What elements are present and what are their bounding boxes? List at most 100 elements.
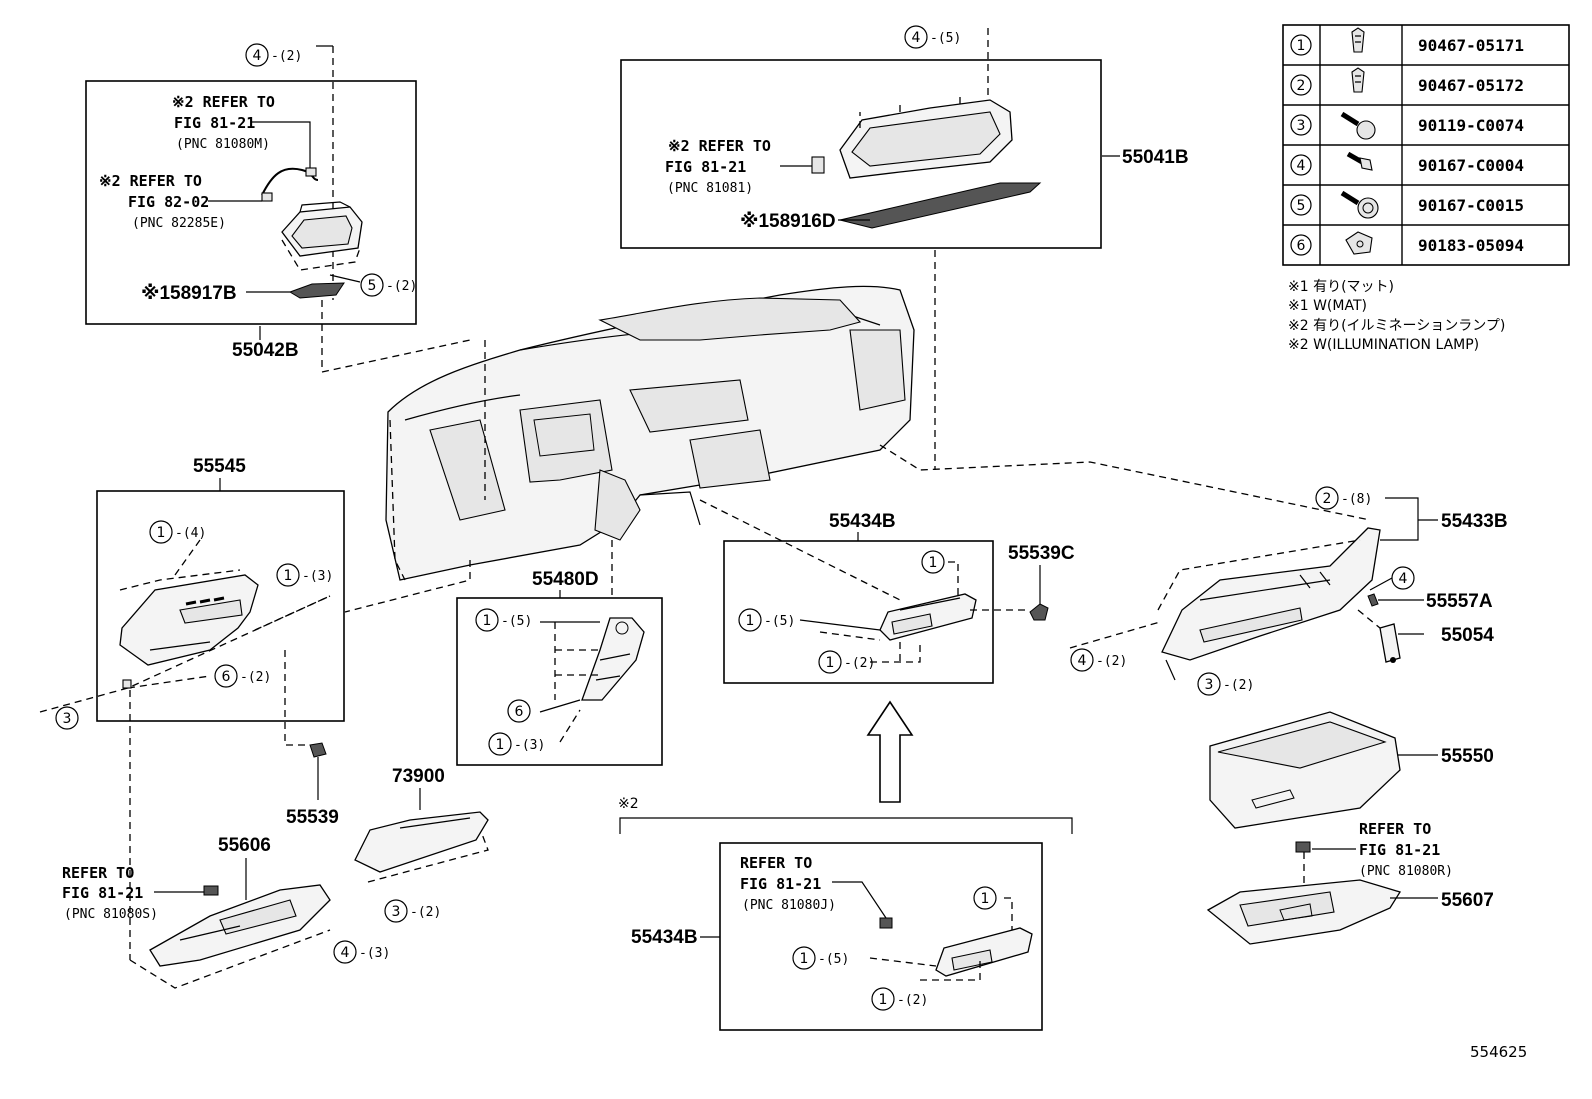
part-label: 55539C bbox=[1008, 543, 1075, 564]
table-part-code: 90167-C0015 bbox=[1418, 196, 1524, 215]
part-label: 73900 bbox=[392, 766, 445, 787]
screw-washer-icon bbox=[1340, 190, 1379, 219]
svg-text:-(2): -(2) bbox=[271, 49, 302, 64]
svg-text:-(5): -(5) bbox=[764, 614, 795, 629]
arrow-up-icon bbox=[866, 700, 914, 803]
svg-text:3: 3 bbox=[392, 904, 401, 920]
part-55539: 55539 bbox=[286, 742, 339, 828]
svg-text:5: 5 bbox=[368, 278, 377, 294]
svg-text:-(2): -(2) bbox=[410, 905, 441, 920]
callout-4-2-top: 4 -(2) bbox=[245, 43, 302, 67]
ref-line: FIG 81-21 bbox=[665, 158, 746, 176]
part-label: ※158917B bbox=[141, 283, 237, 304]
glove-box-55550: 55550 bbox=[1209, 711, 1494, 829]
svg-text:3: 3 bbox=[1205, 677, 1214, 693]
svg-text:-(3): -(3) bbox=[514, 738, 545, 753]
assembly-55434B-bottom: 55434B REFER TO FIG 81-21 (PNC 81080J) bbox=[631, 842, 1043, 1031]
ref-line: ※2 REFER TO bbox=[172, 93, 275, 111]
callout-1-5c: 1 -(5) bbox=[792, 946, 849, 970]
screw-icon bbox=[1340, 111, 1376, 140]
mat-58916D bbox=[839, 182, 1042, 229]
callout-1-2b: 1 -(2) bbox=[871, 987, 928, 1011]
table-row-number: 6 bbox=[1297, 238, 1306, 254]
svg-text:1: 1 bbox=[746, 613, 755, 629]
table-row: 4 90167-C0004 bbox=[1290, 151, 1524, 176]
ref-line: REFER TO bbox=[1359, 820, 1431, 838]
assembly-55041B: ※2 REFER TO FIG 81-21 (PNC 81081) ※15891… bbox=[620, 28, 1189, 249]
ref-line: FIG 82-02 bbox=[128, 193, 209, 211]
table-part-code: 90119-C0074 bbox=[1418, 116, 1524, 135]
part-73900: 73900 bbox=[354, 766, 489, 883]
ref-line: REFER TO bbox=[740, 854, 812, 872]
ref-line: (PNC 81080R) bbox=[1359, 864, 1453, 879]
switch-bezel-illum-part bbox=[935, 927, 1033, 977]
svg-text:4: 4 bbox=[1399, 571, 1408, 587]
assembly-55606: 55606 REFER TO FIG 81-21 (PNC 81080S) bbox=[62, 835, 331, 989]
table-row-number: 3 bbox=[1297, 118, 1306, 134]
fastener-table: 1 90467-05171 2 90467-05172 3 bbox=[1282, 24, 1570, 266]
svg-text:-(5): -(5) bbox=[818, 952, 849, 967]
callout-4-r: 4 bbox=[1391, 566, 1415, 590]
callout-1-3a: 1 -(3) bbox=[276, 563, 333, 587]
callout-2-8: 2 -(8) bbox=[1315, 486, 1372, 510]
nut-clip-icon bbox=[1345, 231, 1373, 255]
ref-line: FIG 81-21 bbox=[1359, 841, 1440, 859]
table-row-number: 4 bbox=[1297, 158, 1306, 174]
table-part-code: 90467-05172 bbox=[1418, 76, 1524, 95]
legend-notes: ※1 有り(マット) ※1 W(MAT) ※2 有り(イルミネーションランプ) … bbox=[1288, 279, 1505, 353]
ref-line: REFER TO bbox=[62, 864, 134, 882]
ref-line: ※2 REFER TO bbox=[99, 172, 202, 190]
ref-line: (PNC 82285E) bbox=[132, 216, 226, 231]
callouts: 4 -(2) 5 -(2) 4 -(5) 1 -(4) 1 -(3) 6 -(2… bbox=[55, 25, 1415, 1011]
svg-text:6: 6 bbox=[222, 669, 231, 685]
lower-cover-part bbox=[149, 884, 331, 967]
svg-text:-(2): -(2) bbox=[386, 279, 417, 294]
damper-55054 bbox=[1379, 623, 1401, 663]
callout-1-top434: 1 bbox=[921, 550, 945, 574]
callout-4-5: 4 -(5) bbox=[904, 25, 961, 49]
meter-hood-part bbox=[281, 201, 363, 257]
part-label: 55434B bbox=[631, 927, 698, 948]
part-label: 55550 bbox=[1441, 746, 1494, 767]
svg-text:4: 4 bbox=[253, 48, 262, 64]
part-label: 55434B bbox=[829, 511, 896, 532]
callout-1-2a: 1 -(2) bbox=[818, 650, 875, 674]
table-part-code: 90167-C0004 bbox=[1418, 156, 1524, 175]
lower-panel-part bbox=[119, 574, 259, 666]
svg-text:-(2): -(2) bbox=[844, 656, 875, 671]
note-line: ※2 有り(イルミネーションランプ) bbox=[1288, 318, 1505, 334]
callout-1-3b: 1 -(3) bbox=[488, 732, 545, 756]
switch-bezel-part bbox=[879, 593, 977, 641]
callout-3-left: 3 bbox=[55, 706, 79, 730]
part-label: 55054 bbox=[1441, 625, 1494, 646]
callout-1-5b: 1 -(5) bbox=[738, 608, 795, 632]
ref-line: (PNC 81081) bbox=[667, 181, 753, 196]
assembly-55607: REFER TO FIG 81-21 (PNC 81080R) 55607 bbox=[1206, 820, 1494, 945]
note-line: ※1 W(MAT) bbox=[1288, 298, 1367, 314]
ref-line: FIG 81-21 bbox=[740, 875, 821, 893]
ref-line: (PNC 81080J) bbox=[742, 898, 836, 913]
part-55539C: 55539C bbox=[1008, 543, 1075, 621]
assembly-55545: 55545 bbox=[39, 456, 345, 722]
svg-text:-(5): -(5) bbox=[930, 31, 961, 46]
ref-line: FIG 81-21 bbox=[62, 884, 143, 902]
svg-text:1: 1 bbox=[879, 992, 888, 1008]
ref-line: FIG 81-21 bbox=[174, 114, 255, 132]
table-row: 6 90183-05094 bbox=[1290, 231, 1524, 256]
callout-6-b: 6 bbox=[507, 699, 531, 723]
svg-text:-(5): -(5) bbox=[501, 614, 532, 629]
callout-3-2r: 3 -(2) bbox=[1197, 672, 1254, 696]
instrument-panel-main bbox=[385, 285, 915, 581]
svg-text:1: 1 bbox=[981, 891, 990, 907]
table-row: 5 90167-C0015 bbox=[1290, 190, 1524, 219]
part-label: 55433B bbox=[1441, 511, 1508, 532]
table-part-code: 90183-05094 bbox=[1418, 236, 1524, 255]
part-label: 55607 bbox=[1441, 890, 1494, 911]
svg-text:1: 1 bbox=[483, 613, 492, 629]
svg-text:4: 4 bbox=[912, 30, 921, 46]
svg-text:-(3): -(3) bbox=[359, 946, 390, 961]
table-row: 2 90467-05172 bbox=[1290, 67, 1524, 96]
callout-1-4: 1 -(4) bbox=[149, 520, 206, 544]
assembly-55042B: ※2 REFER TO FIG 81-21 (PNC 81080M) ※2 RE… bbox=[85, 45, 417, 361]
callout-5-2: 5 -(2) bbox=[360, 273, 417, 297]
